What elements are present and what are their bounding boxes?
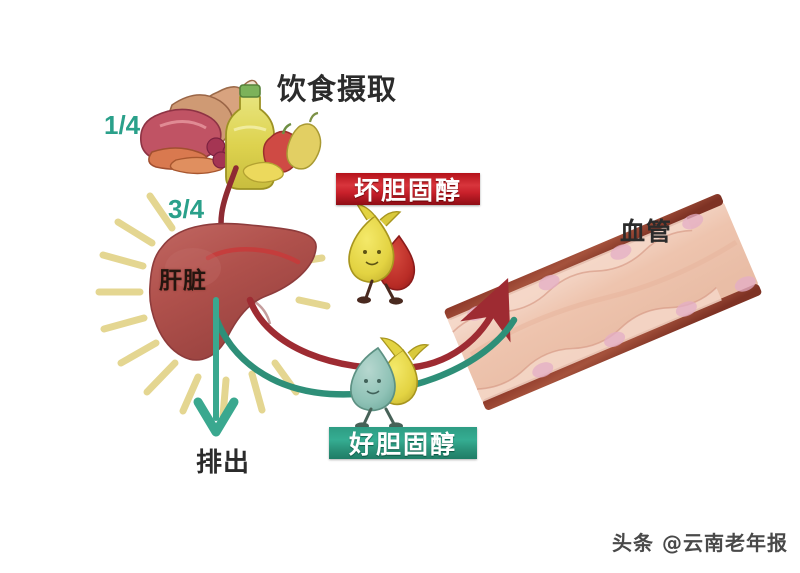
excretion-arrow-head-icon [193,397,239,437]
blood-vessel-label: 血管 [620,217,673,246]
good-cholesterol-arrow-icon [212,314,518,398]
blood-vessel-icon [444,193,762,410]
good-cholesterol-mascot-icon [350,337,430,430]
excretion-label: 排出 [196,448,251,478]
liver-label: 肝脏 [159,268,207,294]
bad-cholesterol-badge: 坏胆固醇 [336,173,480,205]
good-cholesterol-badge: 好胆固醇 [329,427,477,459]
diet-intake-label: 饮食摄取 [277,72,398,106]
source-watermark: 头条 @云南老年报 [612,531,788,555]
fraction-diet-label: 1/4 [104,110,141,140]
food-platter-icon [139,79,322,190]
fraction-liver-label: 3/4 [168,194,205,224]
liver-icon [149,222,317,361]
bad-cholesterol-mascot-icon [348,203,416,305]
